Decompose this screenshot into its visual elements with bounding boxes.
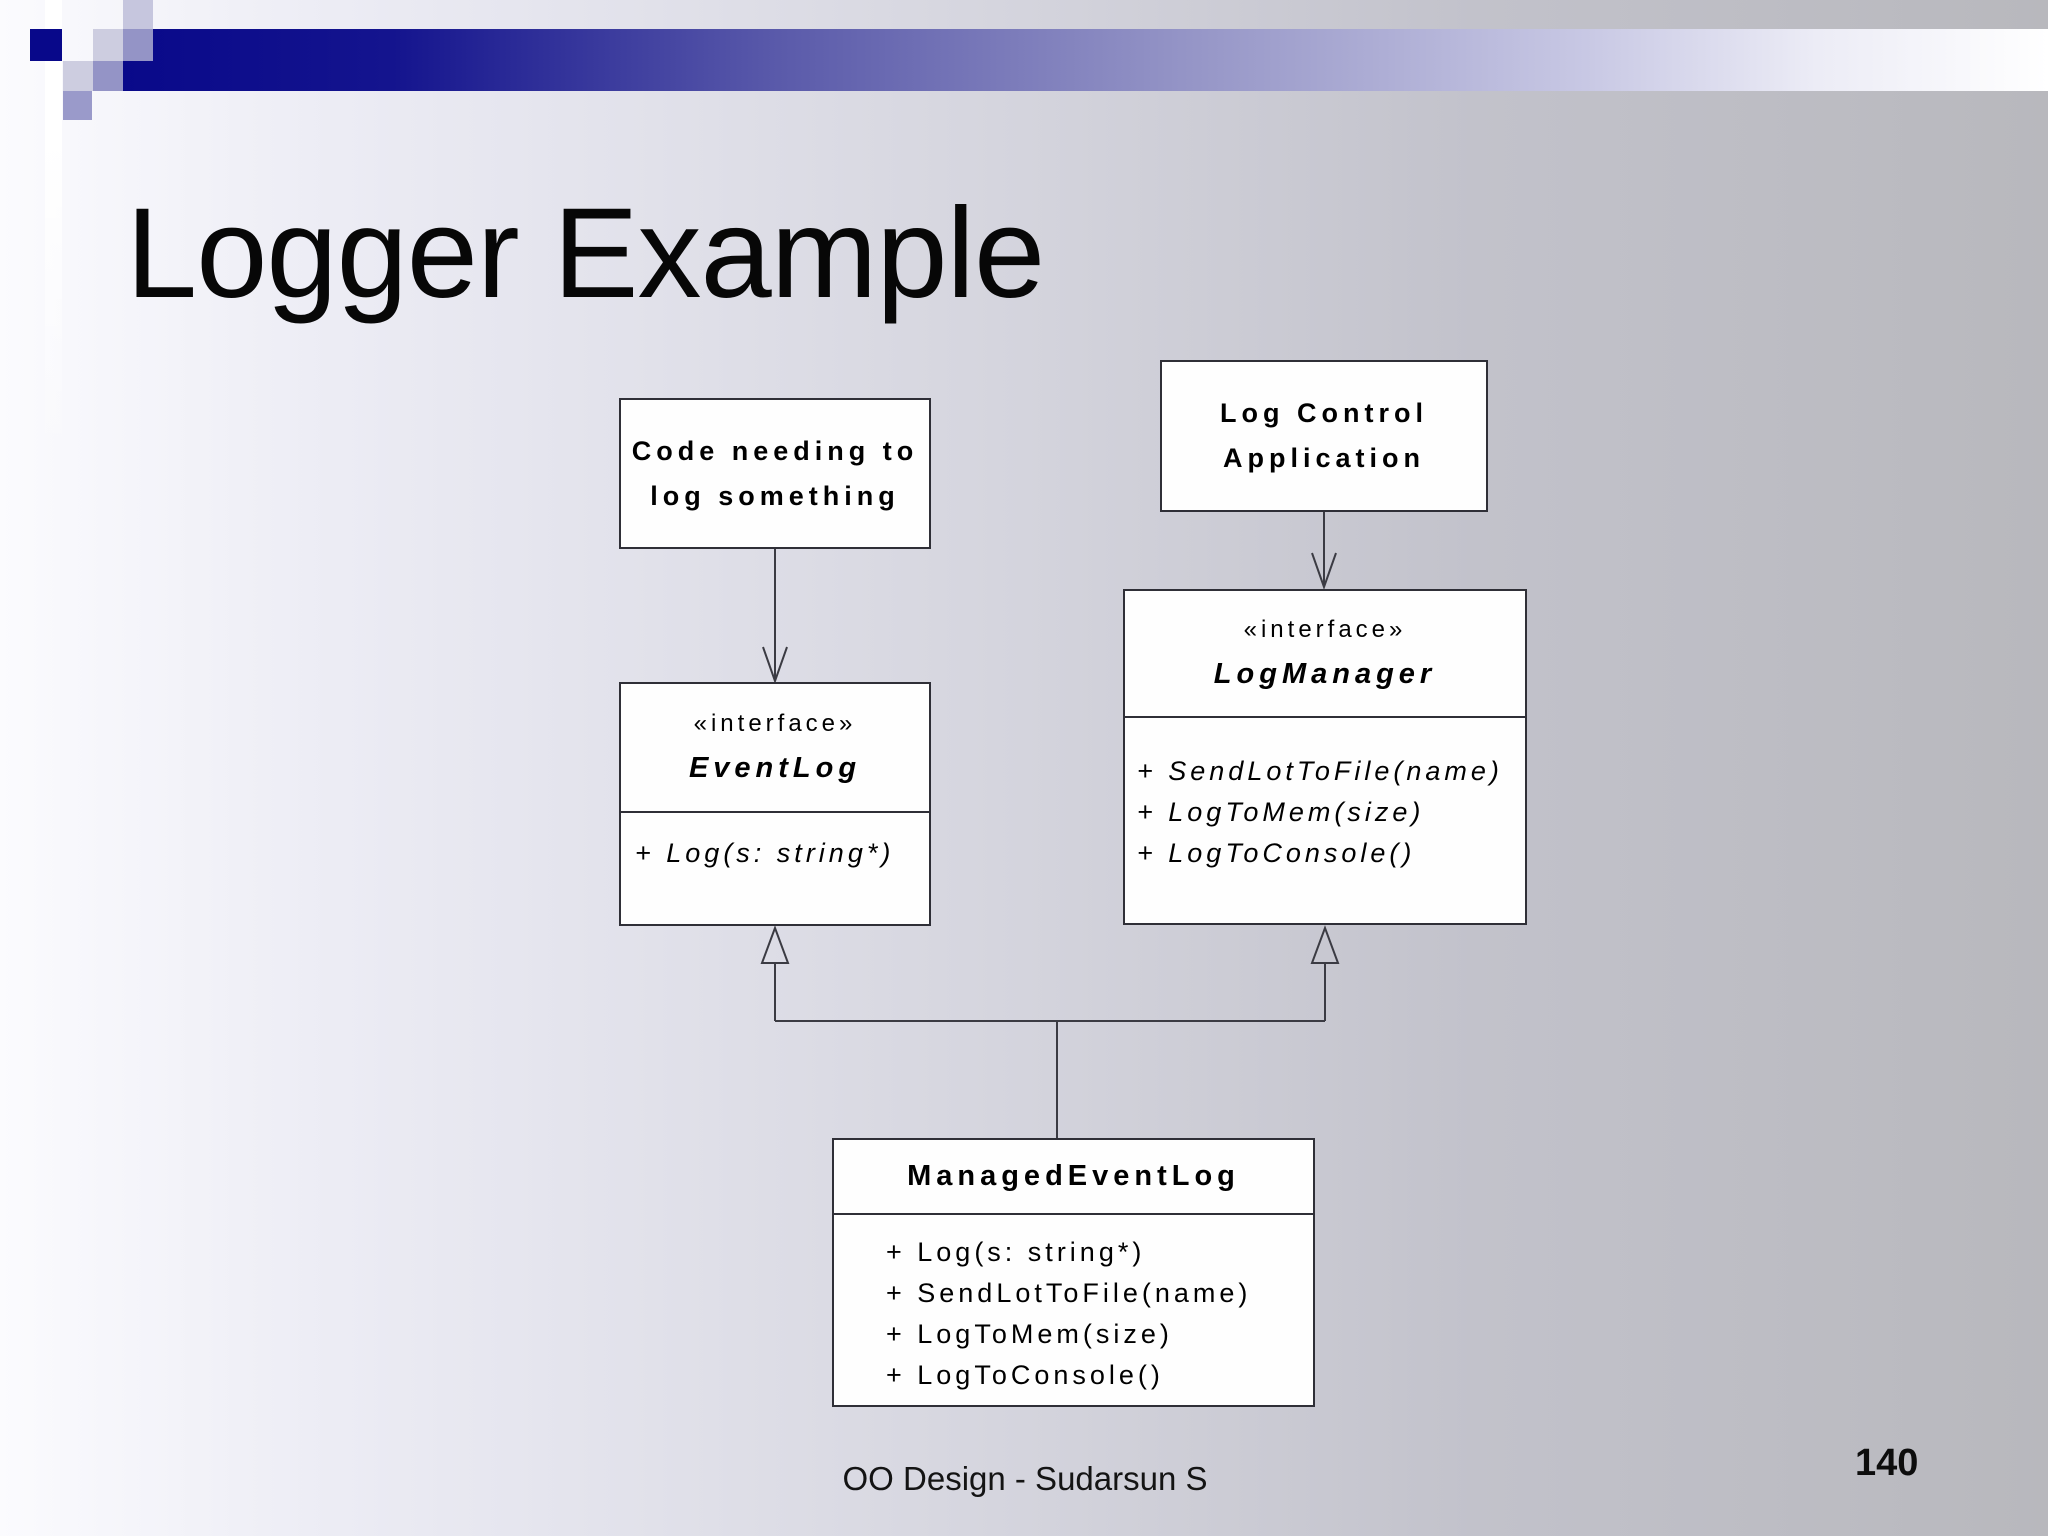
logmanager-class-name: LogManager [1213,658,1437,690]
eventlog-methods: + Log(s: string*) [621,813,929,874]
deco-square-light-a [93,29,123,61]
deco-square-medium-b [93,61,123,91]
logmanager-stereotype: «interface» [1243,616,1407,643]
managed-method-logtomem: + LogToMem(size) [886,1319,1173,1349]
uml-box-code-client: Code needing to log something [619,398,931,549]
code-client-line-1: Code needing to [631,435,919,466]
log-control-line-1: Log Control [1220,398,1428,428]
managed-eventlog-header: ManagedEventLog [834,1140,1313,1215]
managed-eventlog-methods: + Log(s: string*) + SendLotToFile(name) … [834,1215,1313,1396]
logmanager-method-logtoconsole: + LogToConsole() [1137,838,1416,868]
header-gradient-band [123,29,2048,91]
open-arrowhead-logmanager [1311,552,1337,591]
page-number: 140 [1855,1442,1919,1484]
deco-square-medium-a [123,29,153,61]
uml-box-log-control: Log Control Application [1160,360,1488,512]
deco-square-pale-top [123,0,153,29]
uml-box-managed-eventlog: ManagedEventLog + Log(s: string*) + Send… [832,1138,1315,1407]
eventlog-class-name: EventLog [688,752,862,784]
eventlog-header: «interface» EventLog [621,684,929,813]
deco-square-navy [30,29,62,61]
left-white-strip [45,0,62,460]
page-title: Logger Example [126,182,1045,325]
footer-text: OO Design - Sudarsun S [842,1460,1208,1497]
realization-triangle-eventlog [760,925,790,964]
log-control-line-2: Application [1223,443,1425,473]
open-arrowhead-eventlog [762,646,788,685]
logmanager-methods: + SendLotToFile(name) + LogToMem(size) +… [1125,718,1525,874]
realization-triangle-logmanager [1310,925,1340,964]
managed-eventlog-class-name: ManagedEventLog [907,1160,1240,1192]
code-client-line-2: log something [650,480,900,511]
uml-box-logmanager: «interface» LogManager + SendLotToFile(n… [1123,589,1527,925]
deco-square-light-b [63,61,93,91]
eventlog-stereotype: «interface» [693,710,857,737]
managed-method-log: + Log(s: string*) [886,1237,1146,1267]
logmanager-header: «interface» LogManager [1125,591,1525,718]
logmanager-method-logtomem: + LogToMem(size) [1137,797,1425,827]
uml-box-eventlog: «interface» EventLog + Log(s: string*) [619,682,931,926]
eventlog-method-log: + Log(s: string*) [635,838,895,868]
logmanager-method-sendlottofile: + SendLotToFile(name) [1137,756,1503,786]
managed-method-logtoconsole: + LogToConsole() [886,1360,1164,1390]
deco-square-medium-c [63,91,92,120]
managed-method-sendlottofile: + SendLotToFile(name) [886,1278,1252,1308]
